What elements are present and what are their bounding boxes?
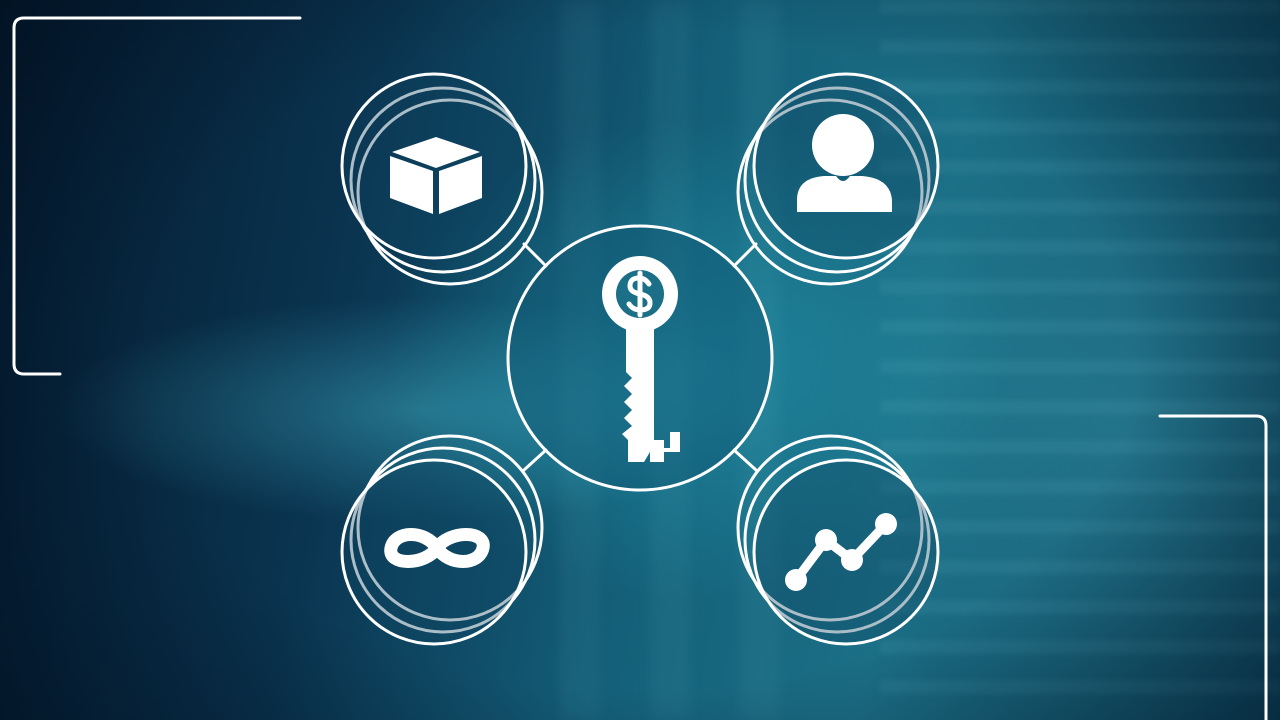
trend-line-icon (785, 513, 897, 591)
node-bottom-right (736, 434, 940, 646)
node-bottom-left-shadow-ring-1 (349, 446, 537, 634)
connector-bottom-right (732, 448, 758, 472)
node-bottom-right-shadow-ring-1 (743, 446, 931, 634)
node-top-left-shadow-ring-2 (356, 98, 544, 286)
key-dollar-icon (602, 256, 680, 462)
user-icon (797, 114, 892, 212)
connector-top-right (732, 242, 758, 268)
connector-top-left (522, 242, 548, 268)
key-bit-notch (664, 440, 670, 448)
node-top-right-shadow-ring-1 (743, 86, 931, 274)
connector-lines (522, 242, 758, 472)
cube-icon (390, 137, 482, 214)
node-top-right-shadow-ring-2 (736, 98, 924, 286)
key-shaft (622, 328, 680, 462)
dollar-sign (626, 270, 653, 318)
right-frame-bracket (1158, 414, 1268, 720)
left-frame-bracket (12, 16, 302, 376)
infinity-icon (384, 528, 490, 568)
node-bottom-left-shadow-ring-2 (356, 434, 544, 622)
node-top-left-shadow-ring-1 (349, 86, 537, 274)
connector-bottom-left (522, 448, 548, 472)
node-bottom-right-shadow-ring-2 (736, 434, 924, 622)
